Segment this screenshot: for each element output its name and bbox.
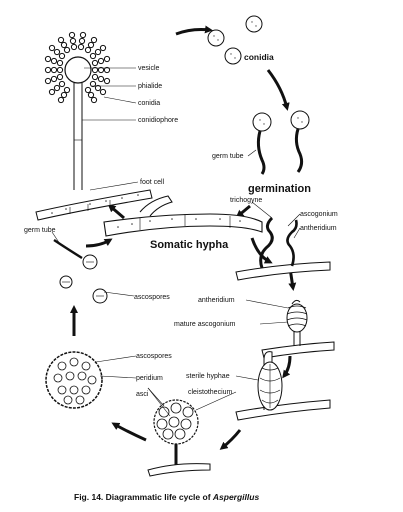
label-somatic-hypha: Somatic hypha [150, 239, 229, 251]
arrow-hypha-to-foot-cell [107, 204, 125, 220]
cleistothecium-figure [147, 387, 237, 477]
arrow-to-cleistothecium [282, 355, 292, 379]
label-ascogonium: ascogonium [300, 211, 338, 218]
conidiophore-figure [44, 31, 139, 191]
arrow-hypha-to-sex-organs [250, 237, 273, 264]
label-germ-tube-top: germ tube [212, 153, 244, 160]
arrow-conidiophore-to-conidia [175, 25, 213, 36]
label-germ-tube-left: germ tube [24, 227, 56, 234]
label-phialide: phialide [138, 83, 162, 90]
figure-caption: Fig. 14. Diagrammatic life cycle of Aspe… [74, 492, 259, 502]
young-cleistothecium-figure [235, 351, 331, 421]
label-antheridium-mid: antheridium [198, 297, 235, 304]
mature-ascogonium-figure [245, 299, 335, 359]
cycle-arrows [70, 25, 297, 450]
label-asci: asci [136, 391, 149, 398]
somatic-hypha [103, 195, 263, 237]
label-conidia-left: conidia [138, 100, 160, 107]
arrow-germination-to-hypha [235, 204, 251, 218]
label-antheridium-top: antheridium [300, 225, 337, 232]
germinating-conidia [247, 110, 310, 175]
caption-genus: Aspergillus [212, 492, 260, 502]
ascospores-figure [51, 231, 135, 304]
sex-organs [235, 201, 331, 281]
label-germination: germination [248, 183, 311, 195]
ascocarp-figure [45, 351, 137, 409]
arrow-conidia-to-germination [266, 69, 290, 111]
arrow-germ-tube-to-hypha [85, 238, 113, 248]
conidiophore-stalk [73, 82, 83, 190]
label-sterile-hyphae: sterile hyphae [186, 373, 230, 380]
label-ascospores-bottom: ascospores [136, 353, 172, 360]
label-mature-ascogonium: mature ascogonium [174, 321, 236, 328]
label-foot-cell: foot cell [140, 179, 165, 186]
label-cleistothecium: cleistothecium [188, 389, 233, 396]
free-conidia [207, 15, 263, 65]
label-conidiophore: conidiophore [138, 117, 178, 124]
caption-prefix: Fig. 14. Diagrammatic life cycle of [74, 492, 213, 502]
arrow-asci-to-ascospores [111, 422, 147, 442]
label-vesicle: vesicle [138, 65, 160, 72]
labels: vesicle phialide conidia conidiophore fo… [24, 52, 338, 398]
label-conidia-right: conidia [244, 52, 274, 62]
label-trichogyne: trichogyne [230, 197, 262, 204]
conidial-chains [44, 31, 111, 104]
vesicle [64, 56, 92, 84]
arrow-cleistothecium-to-asci [219, 429, 242, 450]
label-peridium: peridium [136, 375, 163, 382]
label-ascospores-left: ascospores [134, 294, 170, 301]
foot-cell-hypha [35, 189, 153, 221]
